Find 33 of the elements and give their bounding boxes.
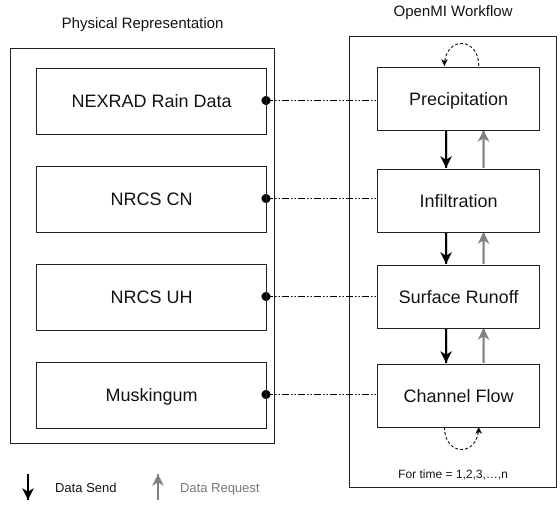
process-box	[377, 67, 540, 131]
process-box	[36, 362, 267, 429]
box-label: Muskingum	[105, 385, 198, 406]
loop-note: For time = 1,2,3,…,n	[397, 467, 509, 481]
flow-arrow	[478, 130, 490, 168]
link-line	[262, 390, 376, 399]
box-label: NRCS UH	[110, 287, 192, 308]
flow-arrow	[440, 130, 452, 168]
box-label: Surface Runoff	[398, 286, 518, 308]
box-label: NRCS CN	[110, 189, 192, 210]
panel-title: Physical Representation	[60, 15, 224, 32]
box-label: Channel Flow	[403, 386, 514, 406]
link-line	[262, 292, 376, 301]
loop-arrow	[442, 43, 480, 66]
legend-label: Data Request	[180, 480, 260, 495]
process-box	[377, 364, 540, 428]
legend-label: Data Send	[55, 480, 116, 495]
box-label: Infiltration	[419, 190, 498, 212]
link-line	[262, 194, 376, 203]
box-label: NEXRAD Rain Data	[71, 91, 232, 112]
link-line	[262, 96, 376, 105]
loop-arrow	[444, 426, 482, 450]
process-box	[377, 169, 540, 233]
flow-arrow	[440, 328, 452, 363]
process-box	[36, 264, 267, 331]
flow-arrow	[440, 232, 452, 264]
process-box	[36, 68, 267, 135]
panel-title: OpenMI Workflow	[392, 3, 514, 20]
flow-arrow	[478, 232, 490, 264]
process-box	[36, 166, 267, 233]
box-label: Precipitation	[408, 88, 508, 110]
flow-arrow	[478, 328, 490, 363]
process-box	[377, 265, 540, 329]
